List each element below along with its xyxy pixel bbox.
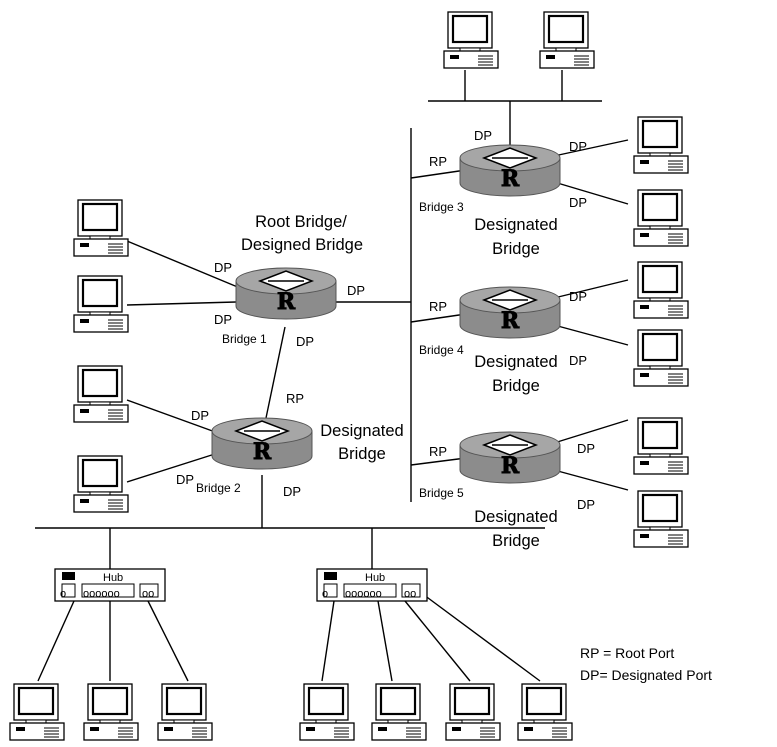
bridge-4-label: Bridge 4 [419,343,464,357]
legend-designated-port: DP= Designated Port [580,667,712,683]
pc-b5-1-computer-icon [632,416,690,476]
port-label-dp: DP [214,312,232,327]
hub-1-port-left: o [60,588,66,600]
hub-2-port-left: o [322,588,328,600]
pc-hub1-2-computer-icon [82,682,140,742]
port-label-dp: DP [474,128,492,143]
port-label-dp: DP [569,353,587,368]
pc-hub2-1-computer-icon [298,682,356,742]
bridge-3-title-line2: Bridge [492,240,540,258]
pc-b3-2-computer-icon [632,188,690,248]
pc-b4-2-computer-icon [632,328,690,388]
port-label-rp: RP [429,444,447,459]
bridge-5-router-icon [459,431,561,484]
pc-b4-1-computer-icon [632,260,690,320]
bridge-1-title-line2: Designed Bridge [241,236,363,254]
port-label-dp: DP [191,408,209,423]
bridge-1-title-line1: Root Bridge/ [255,213,347,231]
pc-hub1-1-computer-icon [8,682,66,742]
bridge-3-label: Bridge 3 [419,200,464,214]
port-label-rp: RP [429,299,447,314]
bridge-5-title-line2: Bridge [492,532,540,550]
port-label-dp: DP [577,497,595,512]
bridge-2-router-icon [211,417,313,470]
bridge-5-label: Bridge 5 [419,486,464,500]
bridge-1-router-icon [235,267,337,320]
pc-hub2-4-computer-icon [516,682,574,742]
hub-2-port-right: oo [404,588,416,600]
port-label-dp: DP [569,289,587,304]
pc-b3-1-computer-icon [632,115,690,175]
port-label-dp: DP [347,283,365,298]
legend-root-port: RP = Root Port [580,645,674,661]
port-label-dp: DP [296,334,314,349]
bridge-3-title-line1: Designated [474,216,557,234]
port-label-rp: RP [429,154,447,169]
legend: RP = Root Port DP= Designated Port [580,645,712,683]
bridge-1-label: Bridge 1 [222,332,267,346]
pc-top-1-computer-icon [442,10,500,70]
hub-2-ports: oooooo [345,588,382,600]
port-label-dp: DP [283,484,301,499]
bridge-5-title-line1: Designated [474,508,557,526]
port-label-dp: DP [569,139,587,154]
bridge-3-router-icon [459,144,561,197]
pc-b1-1-computer-icon [72,198,130,258]
pc-b2-1-computer-icon [72,364,130,424]
bridge-2-label: Bridge 2 [196,481,241,495]
bridge-2-title-line2: Bridge [338,445,386,463]
port-label-dp: DP [176,472,194,487]
bridge-2-title-line1: Designated [320,422,403,440]
hub-1-port-right: oo [142,588,154,600]
pc-hub2-3-computer-icon [444,682,502,742]
port-label-dp: DP [569,195,587,210]
pc-b2-2-computer-icon [72,454,130,514]
bridge-4-router-icon [459,286,561,339]
links [35,70,629,682]
bridge-4-title-line1: Designated [474,353,557,371]
bridge-4-title-line2: Bridge [492,377,540,395]
hub-1-label: Hub [103,572,123,584]
port-label-rp: RP [286,391,304,406]
pc-b1-2-computer-icon [72,274,130,334]
pc-b5-2-computer-icon [632,489,690,549]
hub-1-ports: oooooo [83,588,120,600]
port-label-dp: DP [577,441,595,456]
port-label-dp: DP [214,260,232,275]
hub-2-label: Hub [365,572,385,584]
pc-hub1-3-computer-icon [156,682,214,742]
pc-top-2-computer-icon [538,10,596,70]
pc-hub2-2-computer-icon [370,682,428,742]
